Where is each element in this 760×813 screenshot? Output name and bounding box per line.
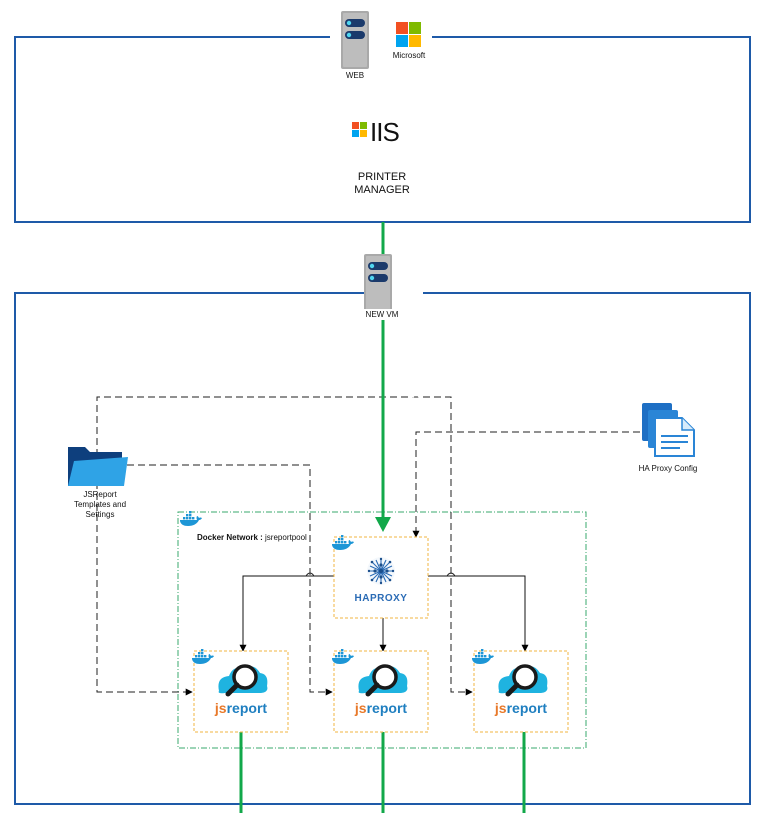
jsreport-label-js: js (214, 700, 227, 716)
iis-logo (352, 122, 367, 137)
docker-network-label: Docker Network : jsreportpool (197, 533, 307, 543)
jsreport-label-report: report (226, 700, 268, 716)
vm-server-label: NEW VM (365, 310, 399, 319)
jsreport-label: jsreport (194, 700, 288, 716)
printer-manager-label: PRINTER MANAGER (354, 171, 410, 196)
line-hops (305, 392, 456, 577)
vm-server-icon (364, 254, 392, 312)
web-server-icon (341, 11, 369, 69)
iis-text: IIS (370, 117, 400, 147)
microsoft-logo (396, 22, 421, 47)
haproxy-logo (367, 557, 395, 585)
folder-icon (68, 447, 128, 486)
jsreport-label-js: js (354, 700, 367, 716)
jsreport-folder-label: JSReport Templates and Settings (73, 490, 127, 519)
microsoft-label: Microsoft (392, 51, 426, 60)
jsreport-label-report: report (506, 700, 548, 716)
jsreport-label-report: report (366, 700, 408, 716)
jsreport-label: jsreport (474, 700, 568, 716)
docker-network-title: Docker Network : (197, 533, 263, 542)
haproxy-routes (239, 575, 529, 652)
config-file-icon (642, 403, 695, 457)
jsreport-label-js: js (494, 700, 507, 716)
jsreport-label: jsreport (334, 700, 428, 716)
haproxy-config-label: HA Proxy Config (638, 464, 698, 473)
docker-network-name: jsreportpool (265, 533, 307, 542)
haproxy-label: HAPROXY (354, 593, 408, 604)
dashed-connectors (96, 396, 640, 696)
web-server-label: WEB (345, 71, 365, 80)
